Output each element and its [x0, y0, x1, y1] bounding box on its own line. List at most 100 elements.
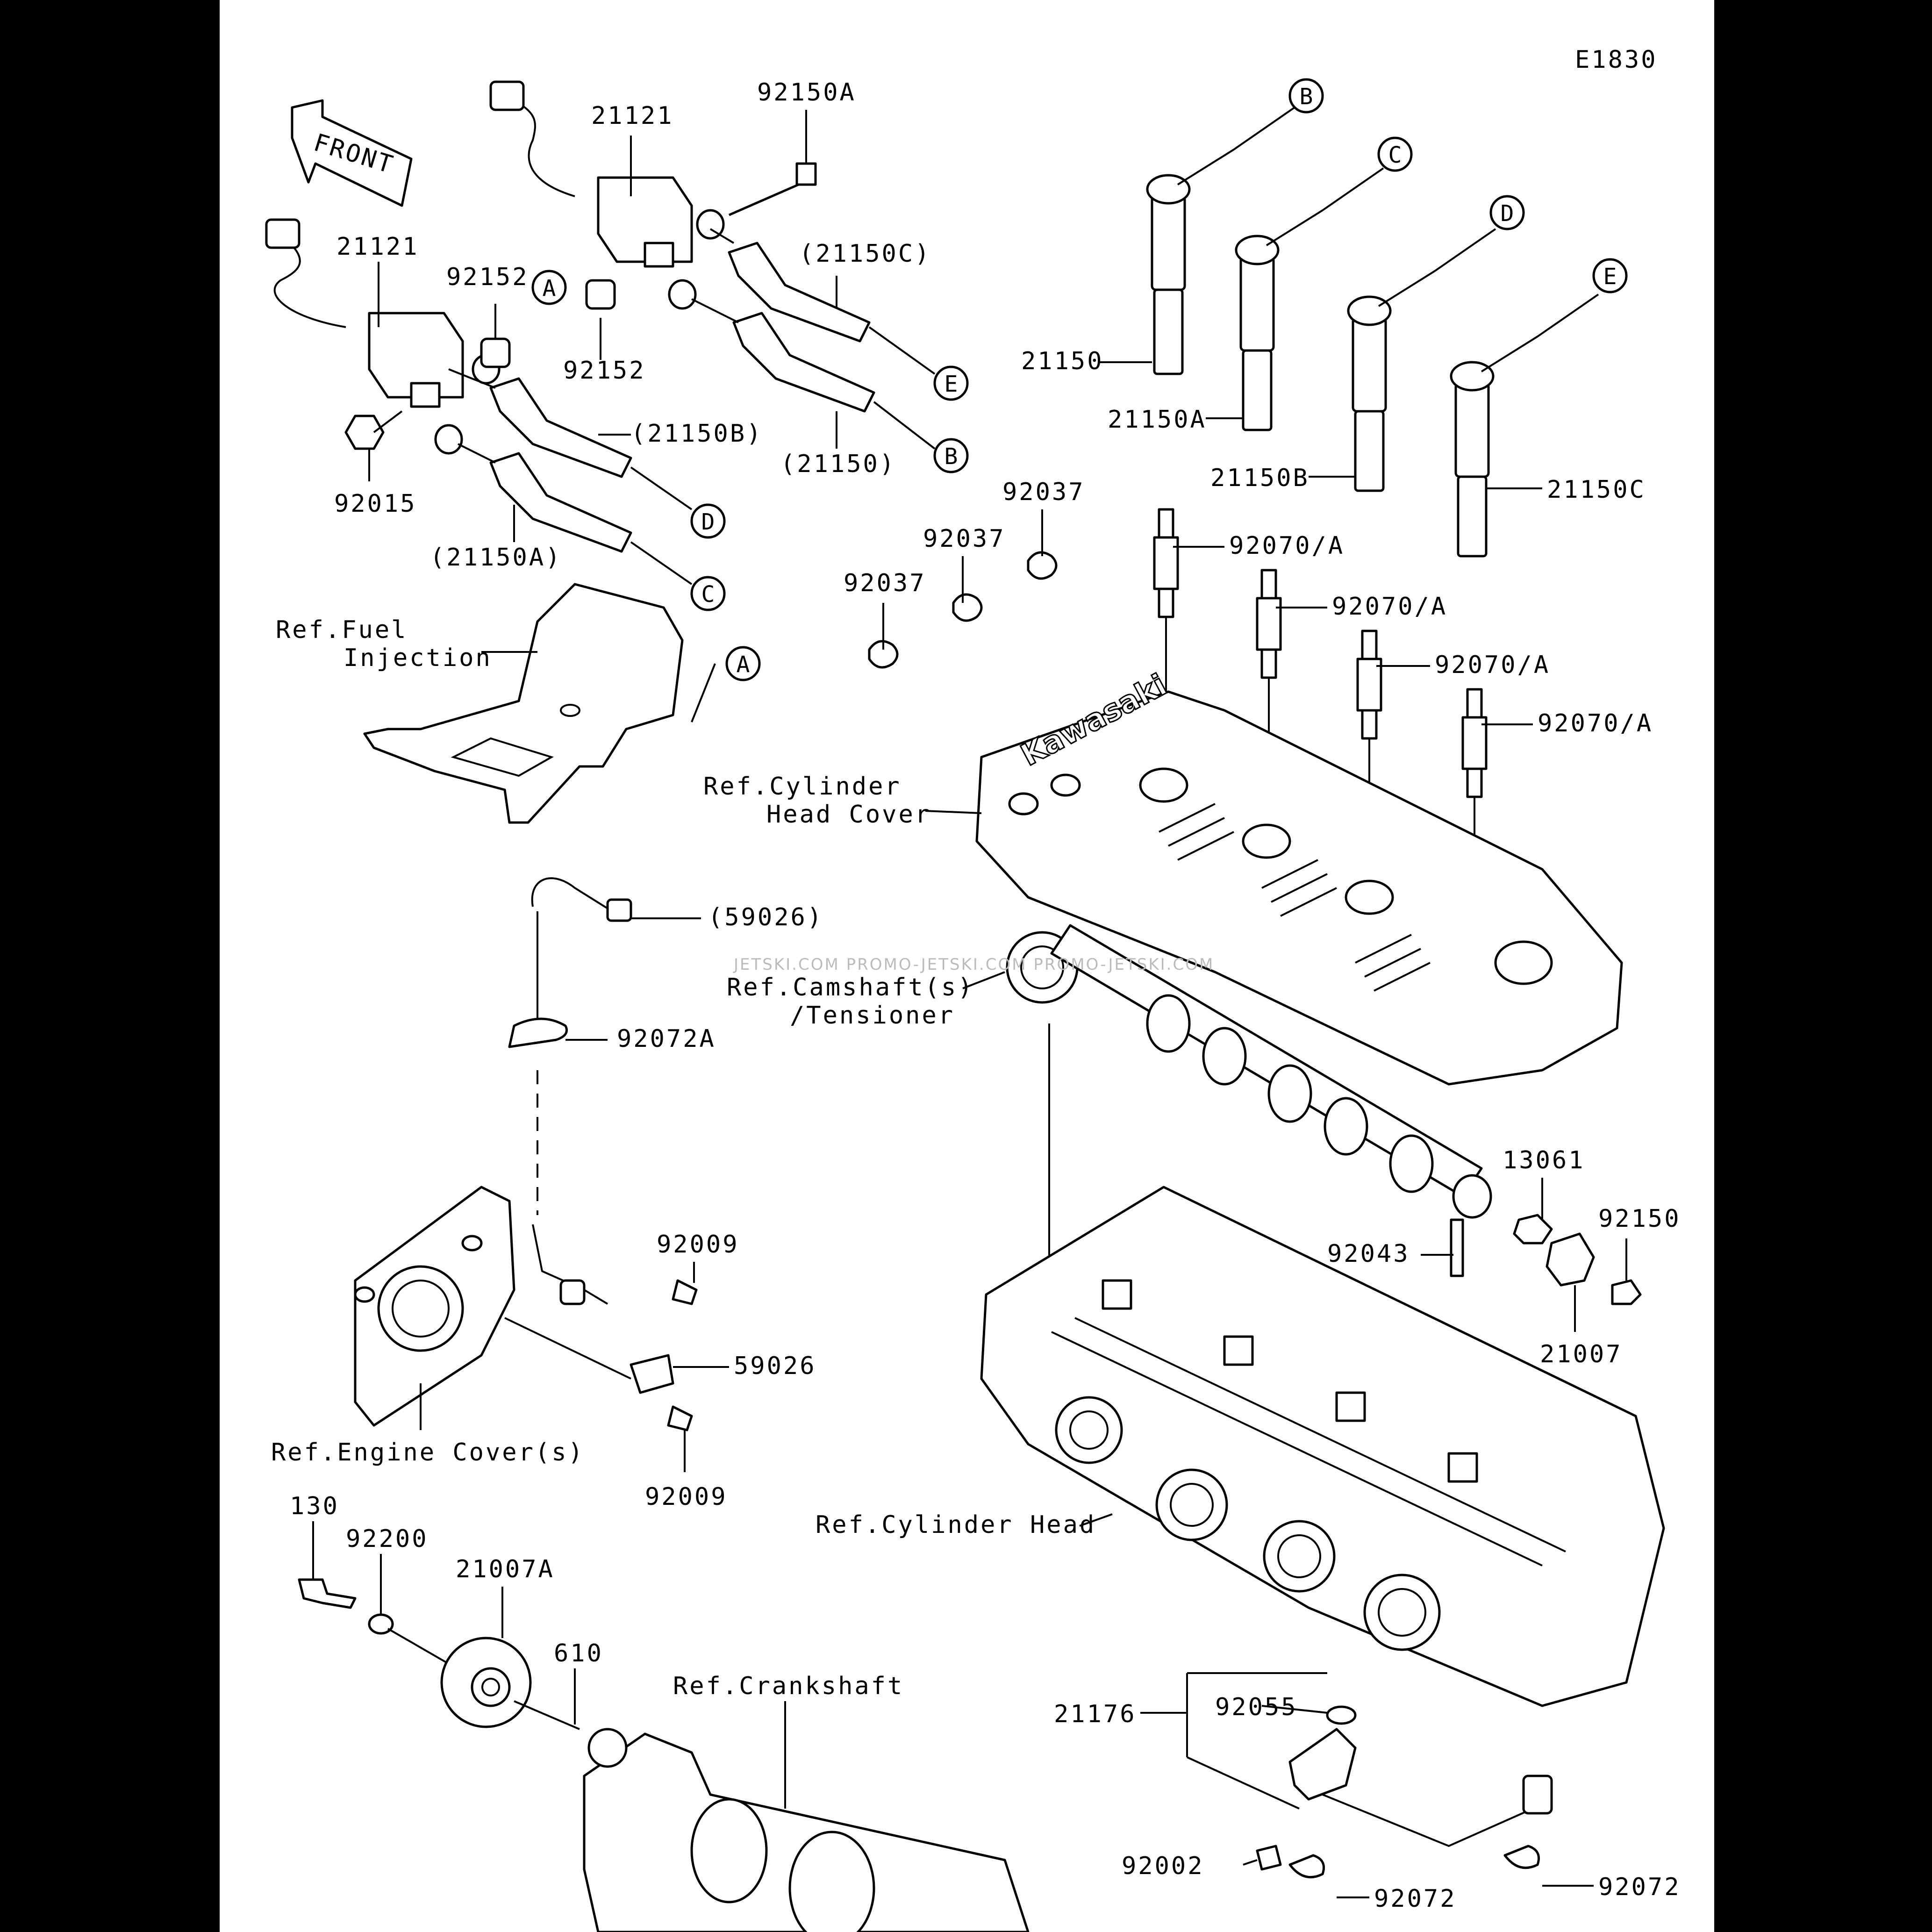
label-130: 130 — [290, 1492, 339, 1520]
clamp-92037-a — [1027, 551, 1058, 580]
svg-text:B: B — [945, 444, 958, 470]
label-610: 610 — [554, 1639, 603, 1667]
svg-text:D: D — [1501, 200, 1514, 227]
label-92070-c: 92070/A — [1435, 651, 1550, 679]
ignition-coil-lower — [265, 218, 501, 455]
callout-A-1: A — [531, 270, 567, 305]
plug-boot-21150 — [1146, 107, 1295, 375]
label-92152-b: 92152 — [563, 357, 646, 385]
callout-D-1: D — [1489, 195, 1525, 230]
svg-text:A: A — [543, 275, 556, 301]
label-92072A: 92072A — [617, 1025, 716, 1053]
label-ref-camshaft-1: Ref.Camshaft(s) — [727, 973, 974, 1002]
label-ref-cyl-cover-1: Ref.Cylinder — [703, 773, 902, 801]
spark-plug-3 — [1356, 630, 1382, 888]
label-21150A: 21150A — [1108, 406, 1207, 434]
label-21176: 21176 — [1054, 1700, 1137, 1728]
svg-text:A: A — [737, 651, 750, 678]
label-21150A-paren: (21150A) — [430, 544, 562, 572]
label-21007: 21007 — [1540, 1340, 1623, 1368]
label-92002: 92002 — [1122, 1852, 1204, 1880]
label-21150-paren: (21150) — [780, 450, 896, 478]
label-92037-b: 92037 — [923, 525, 1006, 553]
bearing-21007 — [1546, 1232, 1595, 1287]
svg-text:D: D — [701, 509, 715, 535]
label-21150B-paren: (21150B) — [631, 420, 763, 448]
watermark-text: JETSKI.COM PROMO-JETSKI.COM PROMO-JETSKI… — [733, 955, 1214, 974]
svg-text:E: E — [945, 371, 958, 397]
bolt-92009-b — [667, 1405, 693, 1431]
label-92055: 92055 — [1215, 1693, 1298, 1721]
plug-boot-21150B-left — [448, 368, 693, 510]
bolt-92009-a — [672, 1279, 698, 1305]
label-92009-b: 92009 — [645, 1483, 728, 1511]
label-92072-a: 92072 — [1374, 1885, 1457, 1913]
part-labels: 21121 92150A 21121 92152 92152 (21150C) … — [271, 79, 1681, 1913]
callout-C-2: C — [690, 576, 726, 611]
label-92043: 92043 — [1327, 1240, 1410, 1268]
callout-E-2: E — [933, 365, 969, 401]
pin-92043 — [1450, 1218, 1464, 1277]
leader-lines — [312, 110, 1627, 1898]
crankshaft — [583, 1728, 1030, 1932]
label-59026: 59026 — [734, 1352, 816, 1380]
engine-cover — [354, 1186, 515, 1427]
svg-text:C: C — [701, 581, 715, 608]
callout-B-1: B — [1288, 78, 1324, 114]
fuel-injection-bracket — [363, 583, 684, 824]
spark-plug-4 — [1461, 688, 1488, 935]
label-ref-cyl-cover-2: Head Cover — [766, 801, 931, 829]
label-ref-crankshaft: Ref.Crankshaft — [673, 1672, 904, 1700]
plug-boot-21150B — [1347, 228, 1496, 492]
camshaft — [1006, 924, 1492, 1271]
label-92037-c: 92037 — [844, 569, 926, 597]
crank-sensor-21176 — [1256, 1705, 1553, 1879]
label-21121-upper: 21121 — [591, 102, 674, 130]
label-92150: 92150 — [1598, 1205, 1681, 1233]
label-ref-fuel-2: Injection — [343, 644, 492, 672]
callout-B-2: B — [933, 438, 969, 473]
label-21150: 21150 — [1021, 347, 1104, 375]
label-92200: 92200 — [346, 1525, 429, 1553]
label-13061: 13061 — [1503, 1146, 1585, 1174]
label-92070-d: 92070/A — [1538, 709, 1653, 737]
label-92015: 92015 — [334, 490, 417, 518]
label-ref-cyl-head: Ref.Cylinder Head — [816, 1511, 1096, 1539]
clamp-92072A — [508, 1017, 568, 1048]
label-92152-a: 92152 — [446, 263, 529, 291]
label-21007A: 21007A — [456, 1555, 555, 1583]
label-92070-a: 92070/A — [1229, 532, 1345, 560]
label-92070-b: 92070/A — [1332, 593, 1447, 621]
plug-boot-21150C-left — [709, 228, 936, 375]
label-ref-camshaft-2: /Tensioner — [790, 1002, 955, 1030]
cylinder-head-cover: Kawasaki — [975, 667, 1623, 1086]
svg-text:C: C — [1388, 142, 1402, 168]
diagram-code: E1830 — [1575, 46, 1658, 74]
callout-D-2: D — [690, 503, 726, 539]
plug-boot-21150A — [1235, 167, 1384, 431]
dowel-13061 — [1513, 1214, 1553, 1245]
collar-92152-b — [585, 279, 616, 310]
plug-boot-21150A-left — [458, 443, 693, 585]
sensor-59026 — [630, 1354, 674, 1394]
plug-boot-21150-left — [691, 298, 936, 450]
label-92037-a: 92037 — [1002, 478, 1085, 506]
cylinder-head — [980, 1186, 1665, 1707]
clamp-92037-b — [952, 593, 983, 622]
label-21121-lower: 21121 — [336, 233, 419, 261]
bolt-92150 — [1611, 1279, 1642, 1305]
plug-boot-21150C — [1450, 293, 1599, 558]
label-ref-engine-cover: Ref.Engine Cover(s) — [271, 1438, 585, 1467]
crank-sensor-harness — [531, 877, 632, 1305]
washer-92200 — [368, 1613, 394, 1635]
label-92072-b: 92072 — [1598, 1873, 1681, 1901]
bolt-130 — [298, 1578, 357, 1609]
collar-92152-a — [480, 337, 511, 368]
timing-rotor-21007A — [440, 1637, 532, 1728]
label-59026-paren: (59026) — [708, 903, 823, 931]
key-610 — [514, 1700, 580, 1730]
svg-text:E: E — [1603, 264, 1617, 290]
label-21150B: 21150B — [1210, 464, 1309, 492]
label-21150C-paren: (21150C) — [799, 240, 931, 268]
